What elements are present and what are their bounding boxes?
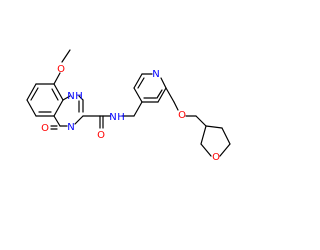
bond bbox=[160, 77, 167, 89]
bond bbox=[200, 143, 212, 157]
bond bbox=[195, 115, 207, 127]
structure-svg: O N H N O O N H N O O bbox=[26, 49, 231, 163]
bond bbox=[61, 49, 71, 63]
atom-o-methoxy: O bbox=[57, 64, 65, 75]
bond bbox=[26, 83, 37, 101]
bonds bbox=[26, 49, 231, 157]
bond bbox=[137, 77, 145, 89]
bond bbox=[53, 83, 64, 101]
bond bbox=[78, 95, 84, 101]
bond bbox=[221, 127, 231, 145]
atom-h-ring: H bbox=[75, 91, 83, 102]
atom-n-ring: N bbox=[67, 122, 74, 133]
bond bbox=[200, 125, 207, 145]
atom-o-thf: O bbox=[212, 152, 220, 163]
bond bbox=[26, 99, 37, 117]
bond bbox=[133, 87, 143, 103]
atom-o-carbonyl: O bbox=[41, 123, 49, 134]
bond bbox=[133, 73, 143, 89]
bond bbox=[53, 99, 64, 117]
atom-o-amide: O bbox=[97, 130, 105, 141]
bond bbox=[157, 87, 167, 103]
bond bbox=[156, 89, 163, 99]
bond bbox=[30, 87, 39, 101]
bond bbox=[165, 87, 175, 103]
bond bbox=[62, 95, 71, 101]
bond bbox=[74, 115, 84, 125]
atom-nh-ring: N bbox=[67, 91, 74, 102]
bond bbox=[205, 125, 223, 129]
bond bbox=[133, 101, 143, 117]
bond bbox=[53, 115, 61, 127]
bond bbox=[51, 88, 59, 101]
atom-o-ether: O bbox=[178, 110, 186, 121]
bond bbox=[219, 143, 231, 157]
atom-n-pyridine: N bbox=[152, 69, 159, 80]
bond bbox=[53, 72, 61, 85]
atom-nh-amide-n: N bbox=[109, 112, 116, 123]
molecule-diagram: O N H N O O N H N O O bbox=[26, 49, 231, 163]
atom-labels: O N H N O O N H N O O bbox=[41, 64, 220, 163]
bond bbox=[173, 101, 179, 111]
atom-nh-amide-h: H bbox=[117, 112, 125, 123]
